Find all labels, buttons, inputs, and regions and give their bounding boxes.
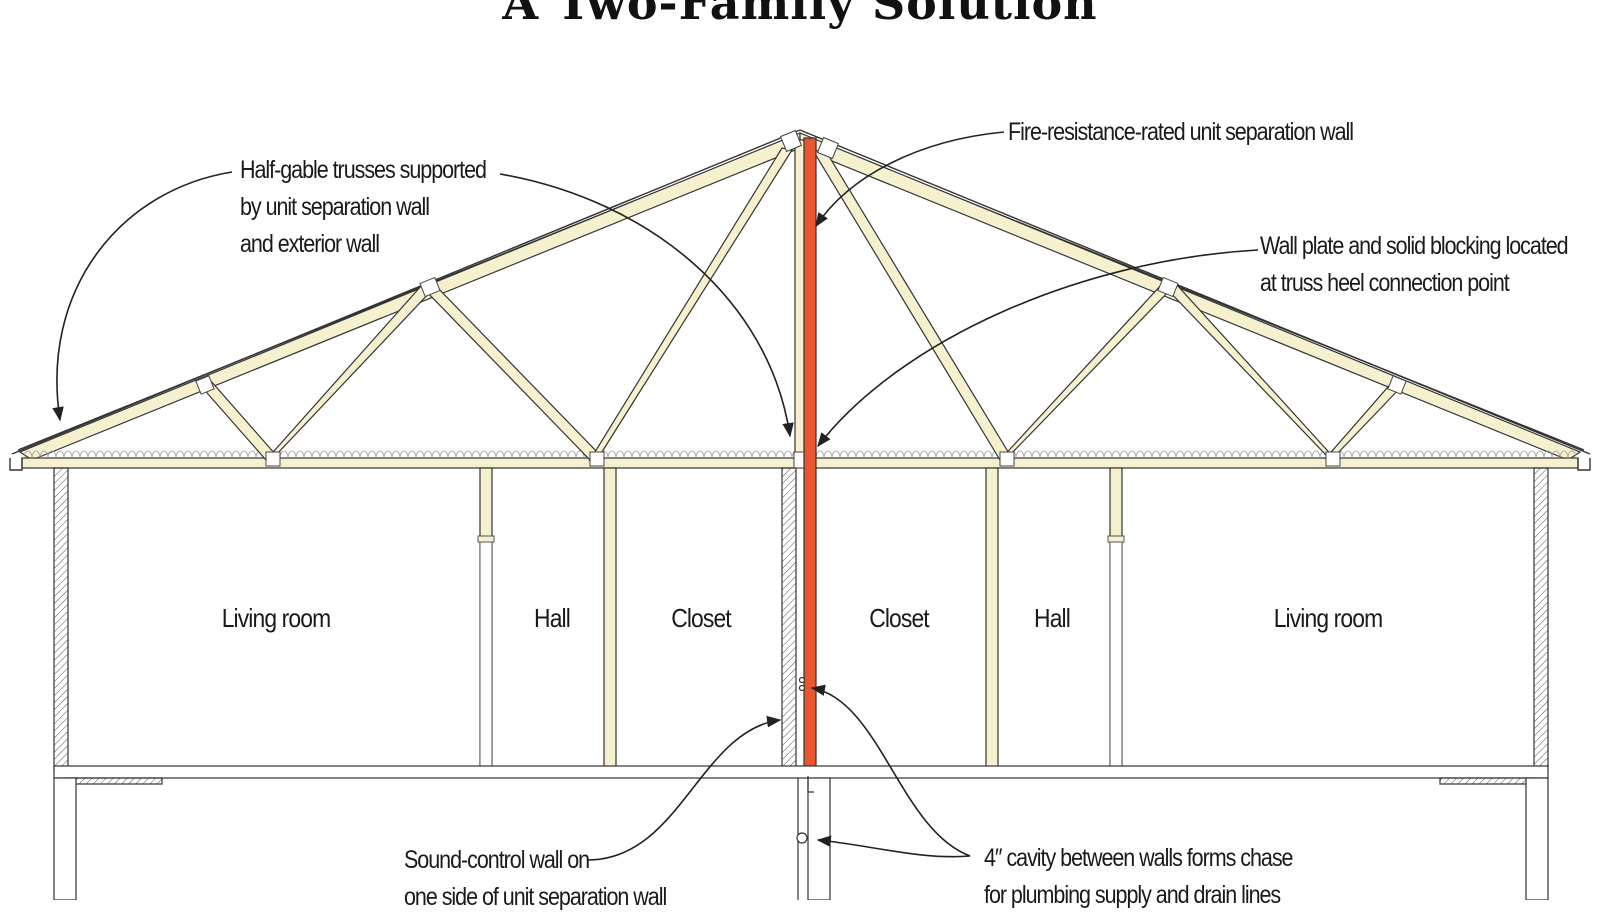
arrow-cavity-upper [810,684,971,857]
arrow-fire-wall [815,131,1005,228]
callout-cavity: 4″ cavity between walls forms chase for … [984,840,1294,914]
callout-half-gable: Half-gable trusses supported by unit sep… [240,152,487,263]
sound-control-wall [781,467,797,769]
callout-half-gable-line2: by unit separation wall [240,193,430,221]
callout-fire-wall-line1: Fire-resistance-rated unit separation wa… [1008,118,1354,146]
callout-half-gable-line3: and exterior wall [240,230,380,258]
callout-cavity-line2: for plumbing supply and drain lines [984,881,1281,909]
diagram-title: A Two-Family Solution [502,0,1098,30]
room-label-right-living: Living room [1273,603,1383,633]
arrow-half-gable-right [499,173,794,438]
arrow-wall-plate [817,249,1259,448]
gutters [9,458,1591,471]
leader-arrows [52,131,1259,861]
interior-partitions [479,467,1123,769]
callout-fire-wall: Fire-resistance-rated unit separation wa… [1008,114,1354,151]
arrow-sound-wall [587,715,782,861]
callout-sound-wall: Sound-control wall on one side of unit s… [404,842,667,916]
arrow-cavity-lower [816,835,971,858]
fire-separation-wall [803,137,817,771]
callout-wall-plate: Wall plate and solid blocking located at… [1260,228,1569,302]
callout-wall-plate-line2: at truss heel connection point [1260,269,1510,297]
callout-cavity-line1: 4″ cavity between walls forms chase [984,844,1294,872]
callout-sound-wall-line1: Sound-control wall on [404,846,590,874]
floor-system [53,765,1549,785]
callout-sound-wall-line2: one side of unit separation wall [404,883,667,911]
room-label-left-closet: Closet [671,603,731,633]
room-label-left-hall: Hall [534,603,571,633]
arrow-half-gable-left [52,171,233,422]
room-label-left-living: Living room [221,603,331,633]
right-truss-webs [813,147,1403,461]
ceiling-insulation [23,450,1577,459]
room-label-right-closet: Closet [869,603,929,633]
door-lines [477,535,1125,769]
room-label-right-hall: Hall [1034,603,1071,633]
callout-half-gable-line1: Half-gable trusses supported [240,156,487,184]
plumbing-lines [796,676,814,844]
callout-wall-plate-line1: Wall plate and solid blocking located [1260,232,1569,260]
insulation-loops [23,450,1577,459]
